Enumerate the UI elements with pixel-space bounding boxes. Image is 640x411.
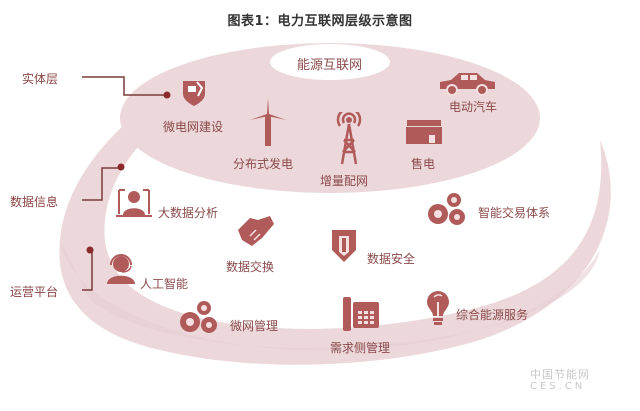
label-artificial-intelligence: 人工智能 [140,277,189,291]
label-integrated-energy-service: 综合能源服务 [456,308,529,322]
gears-icon [428,193,465,225]
building-icon [406,120,442,144]
layer-label-platform: 运营平台 [10,285,59,299]
label-data-security: 数据安全 [367,252,416,266]
energy-internet-label: 能源互联网 [297,58,363,73]
handshake-icon [238,216,274,246]
signal-tower-icon [336,112,362,165]
layer-label-data: 数据信息 [10,195,59,209]
label-microgrid: 微电网建设 [163,120,224,134]
label-incremental-distribution: 增量配网 [320,174,369,188]
shield-icon [332,230,356,262]
label-electricity-sales: 售电 [411,157,436,171]
label-demand-side-management: 需求侧管理 [330,341,391,355]
label-data-exchange: 数据交换 [226,260,275,274]
user-monitor-icon [116,189,152,217]
wind-turbine-icon [250,98,286,146]
label-smart-trading-system: 智能交易体系 [478,206,551,220]
gears-icon-microgrid [180,301,217,333]
watermark: 中国节能网 CES.CN [530,366,590,392]
shield-map-icon [183,81,205,106]
layer-label-physical: 实体层 [22,72,59,86]
watermark-en: CES.CN [530,381,586,392]
car-icon [440,73,495,96]
watermark-cn: 中国节能网 [530,368,590,381]
label-electric-vehicle: 电动汽车 [449,100,498,114]
label-distributed-generation: 分布式发电 [233,157,294,171]
telephone-icon [343,297,379,331]
diagram-title: 图表1：电力互联网层级示意图 [227,14,413,29]
lightbulb-icon [427,291,449,325]
label-big-data-analysis: 大数据分析 [158,206,219,220]
headset-user-icon [107,254,135,284]
label-microgrid-management: 微网管理 [230,319,279,333]
